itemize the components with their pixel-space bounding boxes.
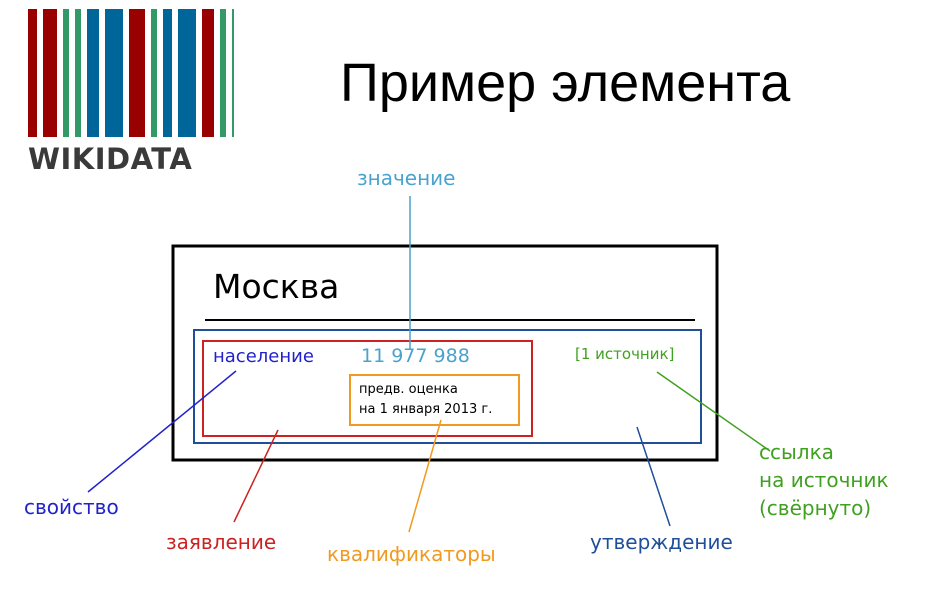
statement-box xyxy=(193,329,702,444)
callout-value: значение xyxy=(357,166,456,190)
property-label: население xyxy=(213,346,314,367)
qualifier-box xyxy=(349,374,520,426)
wikidata-logo-icon xyxy=(28,9,234,137)
claim-leader xyxy=(233,429,279,523)
logo-bar xyxy=(178,9,196,137)
item-name: Москва xyxy=(213,267,340,306)
logo-bar xyxy=(163,9,172,137)
callout-qualifiers: квалификаторы xyxy=(327,542,496,566)
logo-bar xyxy=(202,9,214,137)
item-box xyxy=(171,244,719,462)
logo-bar xyxy=(43,9,57,137)
value-text: 11 977 988 xyxy=(361,345,470,367)
claim-box xyxy=(202,340,533,437)
callout-reference-line-3: (свёрнуто) xyxy=(759,496,872,520)
callout-property: свойство xyxy=(24,495,119,519)
statement-leader xyxy=(636,426,671,527)
logo-bar xyxy=(220,9,226,137)
logo-text: WIKIDATA xyxy=(28,142,193,176)
callout-statement: утверждение xyxy=(590,530,733,554)
qualifier-line-2: на 1 января 2013 г. xyxy=(359,402,493,417)
reference-leader xyxy=(656,371,771,452)
callout-claim: заявление xyxy=(166,530,277,554)
logo-bar xyxy=(105,9,123,137)
logo-bar xyxy=(75,9,81,137)
logo-bar xyxy=(129,9,145,137)
page-title: Пример элемента xyxy=(340,53,791,113)
qualifier-line-1: предв. оценка xyxy=(359,382,458,397)
qualifiers-leader xyxy=(408,419,442,533)
references-link: [1 источник] xyxy=(575,345,675,363)
logo-bar xyxy=(63,9,69,137)
logo-bar xyxy=(87,9,99,137)
callout-reference-line-2: на источник xyxy=(759,468,889,492)
logo-bar xyxy=(28,9,37,137)
logo-bar xyxy=(151,9,157,137)
property-leader xyxy=(87,370,237,493)
callout-reference-line-1: ссылка xyxy=(759,440,834,464)
logo-bar xyxy=(232,9,234,137)
